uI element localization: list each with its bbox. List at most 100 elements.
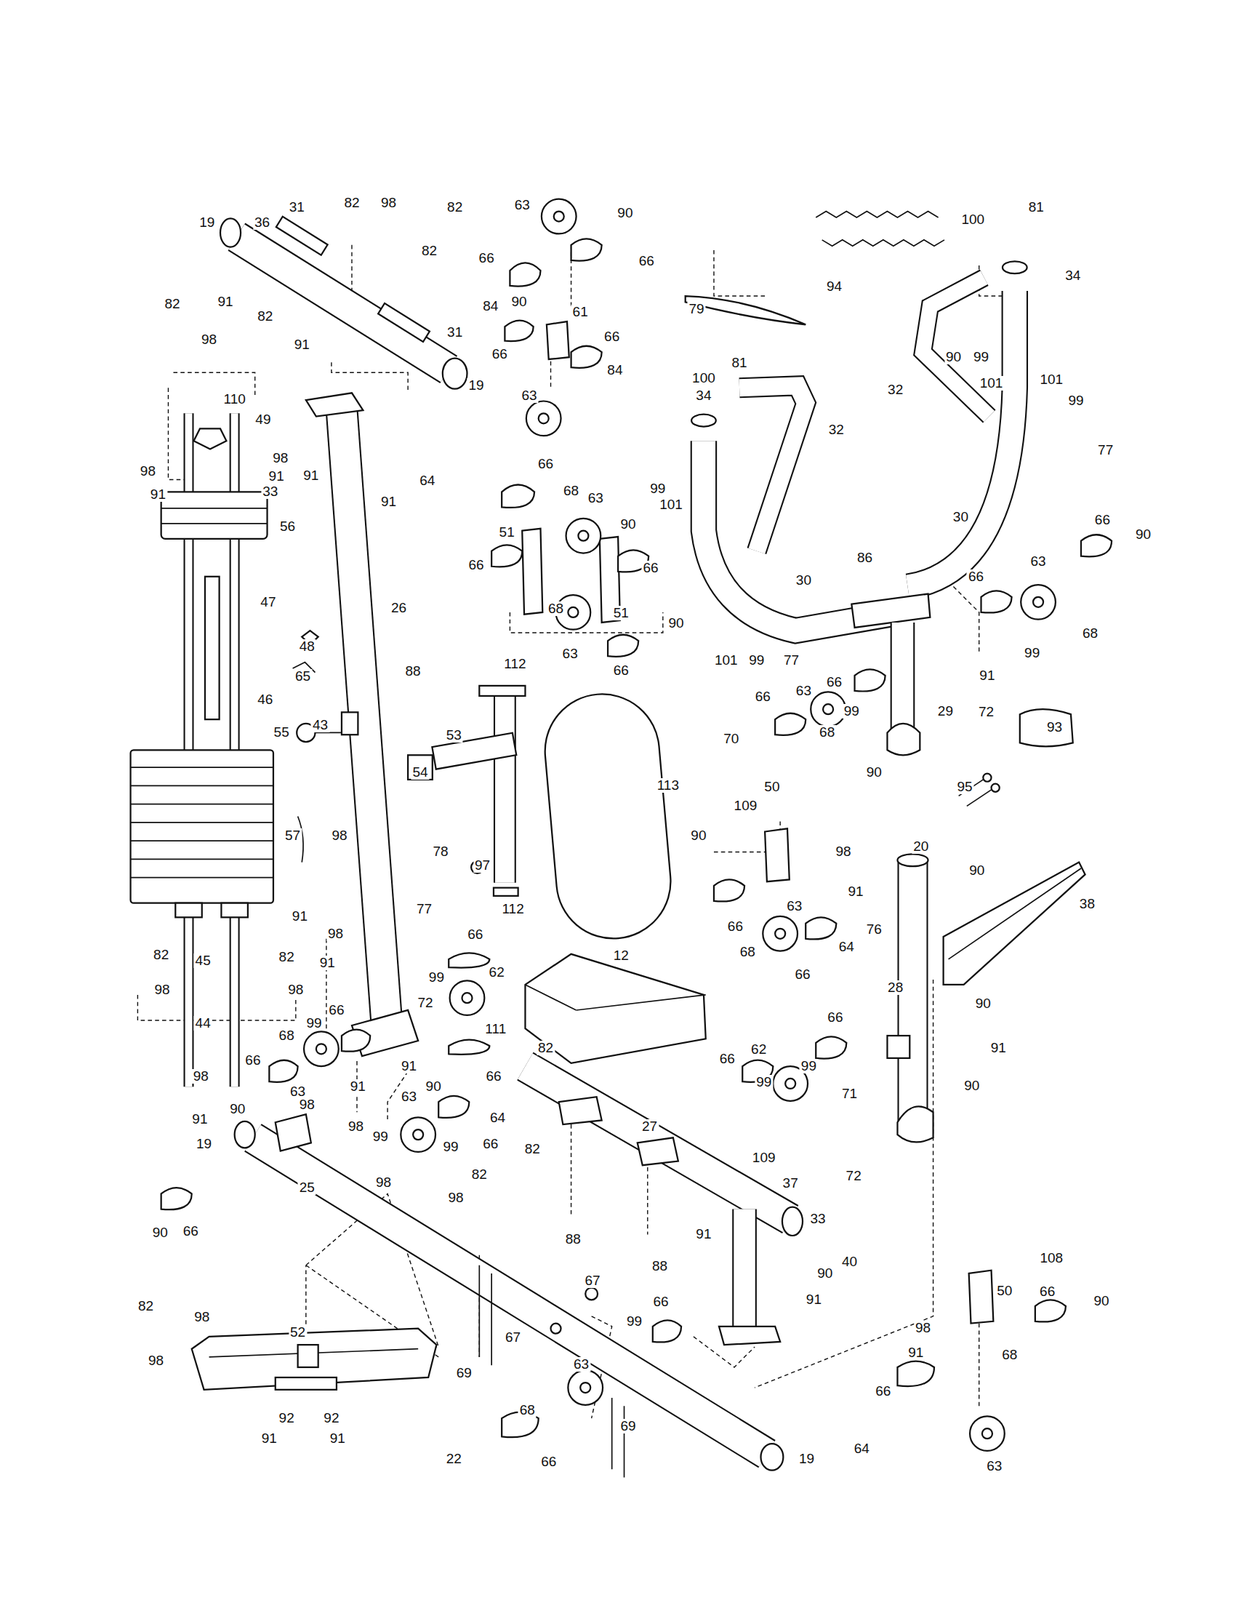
callout-number: 99 [754, 1074, 773, 1090]
callout-number: 98 [286, 982, 305, 997]
callout-number: 77 [415, 901, 434, 917]
callout-number: 69 [455, 1365, 474, 1380]
callout-number: 91 [906, 1344, 925, 1360]
callout-number: 77 [1096, 442, 1115, 458]
callout-number: 91 [301, 468, 320, 483]
callout-number: 66 [181, 1223, 200, 1239]
callout-number: 28 [886, 980, 905, 995]
callout-number: 90 [619, 516, 638, 532]
callout-number: 82 [277, 949, 296, 965]
callout-number: 43 [311, 717, 330, 733]
callout-number: 98 [152, 982, 171, 997]
callout-number: 108 [1038, 1250, 1065, 1265]
callout-number: 50 [762, 779, 781, 794]
callout-number: 57 [283, 828, 302, 843]
callout-number: 52 [288, 1324, 307, 1340]
callout-number: 54 [410, 764, 429, 780]
callout-number: 66 [1038, 1283, 1057, 1299]
callout-number: 97 [473, 857, 492, 873]
callout-number: 91 [149, 487, 168, 502]
back-pad [431, 685, 676, 943]
callout-number: 64 [418, 473, 437, 488]
callout-number: 66 [966, 569, 986, 584]
callout-number: 98 [374, 1174, 393, 1190]
callout-number: 68 [1081, 625, 1100, 641]
callout-number: 98 [379, 195, 398, 211]
accessories [521, 211, 1074, 1324]
callout-number: 63 [519, 388, 538, 403]
callout-number: 46 [255, 692, 275, 707]
callout-number: 88 [650, 1258, 669, 1273]
callout-number: 82 [342, 195, 361, 211]
callout-number: 90 [815, 1265, 834, 1281]
callout-number: 34 [694, 388, 713, 403]
callout-number: 66 [651, 1294, 670, 1309]
callout-number: 66 [637, 253, 656, 269]
callout-number: 26 [389, 600, 408, 616]
callout-number: 99 [427, 969, 446, 985]
callout-number: 64 [837, 939, 856, 954]
callout-number: 19 [467, 378, 486, 393]
callout-number: 99 [747, 652, 766, 668]
callout-number: 90 [1134, 527, 1153, 542]
callout-number: 30 [794, 572, 813, 588]
callout-number: 68 [1000, 1347, 1019, 1362]
callout-number: 63 [572, 1356, 591, 1372]
callout-number: 68 [817, 724, 837, 740]
callout-number: 88 [404, 663, 423, 679]
front-base [191, 1328, 437, 1390]
callout-number: 33 [808, 1211, 827, 1226]
callout-number: 101 [657, 497, 685, 512]
main-upright [296, 392, 433, 1056]
callout-number: 66 [825, 1009, 845, 1025]
callout-number: 19 [197, 215, 216, 230]
callout-number: 34 [1063, 268, 1082, 283]
callout-number: 94 [825, 279, 844, 294]
callout-number: 99 [1066, 393, 1085, 408]
callout-number: 82 [162, 296, 182, 312]
callout-number: 99 [304, 1015, 323, 1031]
callout-number: 66 [825, 674, 844, 690]
callout-number: 66 [753, 689, 773, 704]
weight-stack [130, 412, 319, 1087]
callout-number: 77 [782, 652, 801, 668]
callout-number: 82 [420, 243, 439, 259]
callout-number: 66 [467, 557, 486, 573]
callout-number: 66 [466, 926, 485, 942]
callout-number: 84 [605, 362, 624, 378]
callout-number: 109 [732, 798, 759, 813]
callout-number: 32 [827, 422, 846, 437]
callout-number: 101 [978, 375, 1005, 391]
callout-number: 51 [497, 524, 517, 540]
callout-number: 82 [523, 1141, 542, 1156]
callout-number: 91 [379, 494, 398, 509]
callout-number: 33 [260, 484, 280, 499]
callout-number: 32 [886, 382, 905, 397]
callout-number: 91 [977, 668, 996, 683]
callout-number: 40 [840, 1254, 859, 1269]
callout-number: 91 [846, 884, 865, 899]
callout-number: 91 [348, 1078, 368, 1094]
callout-number: 20 [911, 838, 930, 854]
callout-number: 90 [865, 764, 884, 780]
callout-number: 98 [326, 926, 345, 941]
callout-number: 36 [252, 215, 272, 230]
callout-number: 91 [804, 1291, 823, 1307]
callout-number: 90 [974, 995, 993, 1011]
callout-number: 81 [1027, 199, 1046, 215]
callout-number: 29 [936, 703, 955, 719]
callout-number: 66 [602, 329, 621, 344]
callout-number: 67 [503, 1329, 522, 1345]
callout-number: 98 [346, 1118, 365, 1134]
callout-number: 51 [612, 605, 631, 621]
callout-number: 71 [840, 1086, 859, 1101]
callout-number: 82 [536, 1040, 555, 1055]
callout-number: 66 [726, 918, 745, 934]
callout-number: 90 [615, 205, 634, 221]
callout-number: 66 [243, 1052, 262, 1068]
callout-number: 91 [399, 1058, 419, 1074]
callout-number: 66 [539, 1454, 558, 1469]
callout-number: 99 [799, 1058, 818, 1074]
callout-number: 113 [655, 777, 681, 793]
